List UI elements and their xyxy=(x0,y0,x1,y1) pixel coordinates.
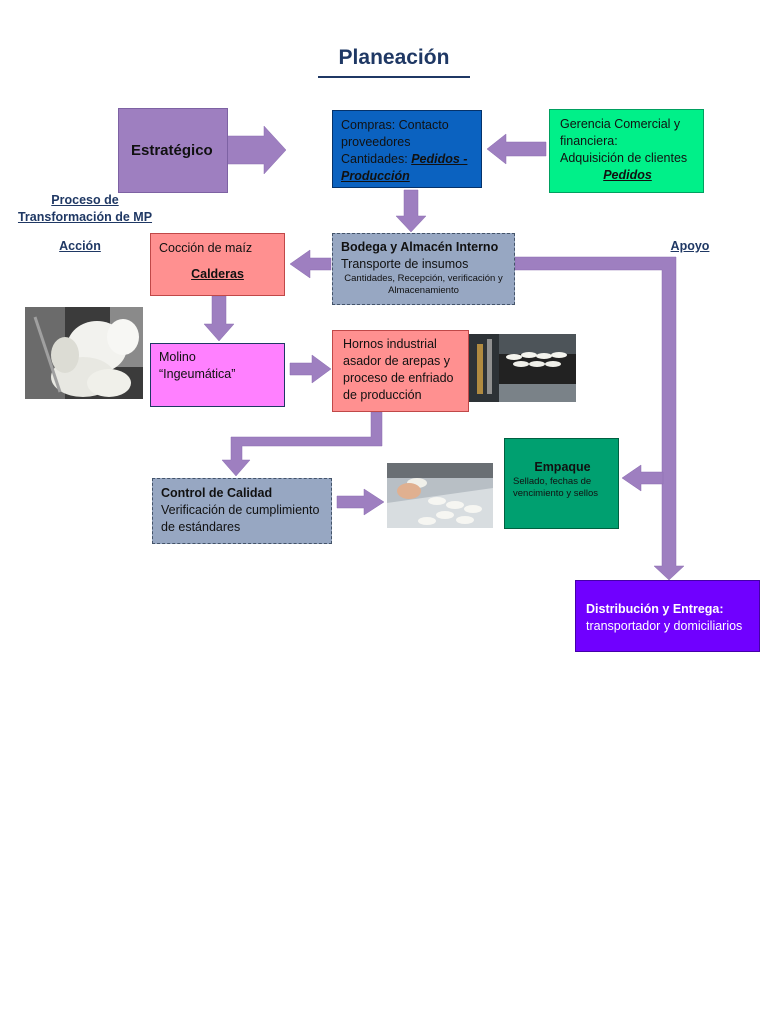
node-compras: Compras: Contacto proveedores Cantidades… xyxy=(332,110,482,188)
node-compras-line2-emph: Pedidos - Producción xyxy=(341,152,468,183)
node-bodega: Bodega y Almacén Interno Transporte de i… xyxy=(332,233,515,305)
photo-horno-arepas xyxy=(469,334,576,402)
node-gerencia-line2: Adquisición de clientes xyxy=(560,151,688,165)
node-empaque: Empaque Sellado, fechas de vencimiento y… xyxy=(504,438,619,529)
node-gerencia-line1: Gerencia Comercial y financiera: xyxy=(560,117,681,148)
node-compras-line2-prefix: Cantidades: xyxy=(341,152,412,166)
arrow-bodega-apoyo xyxy=(514,256,685,581)
page-title: Planeación xyxy=(338,46,450,69)
label-accion: Acción xyxy=(59,239,101,253)
node-molino: Molino “Ingeumática” xyxy=(150,343,285,407)
node-distribucion-text: transportador y domiciliarios xyxy=(586,619,743,633)
arrow-molino-hornos xyxy=(289,354,332,384)
node-molino-line2: “Ingeumática” xyxy=(159,367,236,381)
label-proceso-transformacion: Proceso de Transformación de MP xyxy=(17,193,153,224)
photo-masa-maiz xyxy=(25,307,143,399)
node-gerencia-line3: Pedidos xyxy=(603,168,652,182)
node-control-calidad: Control de Calidad Verificación de cumpl… xyxy=(152,478,332,544)
node-compras-line1: Compras: Contacto proveedores xyxy=(341,118,449,149)
arrow-coccion-molino xyxy=(203,295,235,342)
node-distribucion: Distribución y Entrega: transportador y … xyxy=(575,580,760,652)
arrow-hornos-calidad xyxy=(221,411,383,477)
arrow-gerencia-compras xyxy=(486,133,547,165)
node-hornos-text: Hornos industrial asador de arepas y pro… xyxy=(343,337,454,402)
node-estrategico-label: Estratégico xyxy=(131,142,213,159)
node-coccion-line2: Calderas xyxy=(191,267,244,281)
node-estrategico: Estratégico xyxy=(118,108,228,193)
title-underline xyxy=(318,76,470,78)
node-molino-line1: Molino xyxy=(159,350,196,364)
node-empaque-heading: Empaque xyxy=(534,460,591,474)
node-hornos: Hornos industrial asador de arepas y pro… xyxy=(332,330,469,412)
node-gerencia: Gerencia Comercial y financiera: Adquisi… xyxy=(549,109,704,193)
node-calidad-heading: Control de Calidad xyxy=(161,486,273,500)
node-distribucion-heading: Distribución y Entrega: xyxy=(586,602,724,616)
arrow-estrategico-compras xyxy=(226,125,287,175)
node-coccion: Cocción de maíz Calderas xyxy=(150,233,285,296)
node-bodega-detail: Cantidades, Recepción, verificación y Al… xyxy=(344,273,503,296)
arrow-calidad-foto xyxy=(336,488,385,516)
node-coccion-line1: Cocción de maíz xyxy=(159,241,253,255)
node-bodega-line1: Transporte de insumos xyxy=(341,257,469,271)
arrow-apoyo-empaque xyxy=(621,464,664,492)
photo-control-calidad xyxy=(387,463,493,528)
node-calidad-text: Verificación de cumplimiento de estándar… xyxy=(161,503,320,534)
node-bodega-heading: Bodega y Almacén Interno xyxy=(341,240,499,254)
node-empaque-detail: Sellado, fechas de vencimiento y sellos xyxy=(513,476,599,499)
arrow-bodega-coccion xyxy=(289,249,332,279)
label-apoyo: Apoyo xyxy=(670,239,710,253)
arrow-compras-bodega xyxy=(395,189,427,233)
